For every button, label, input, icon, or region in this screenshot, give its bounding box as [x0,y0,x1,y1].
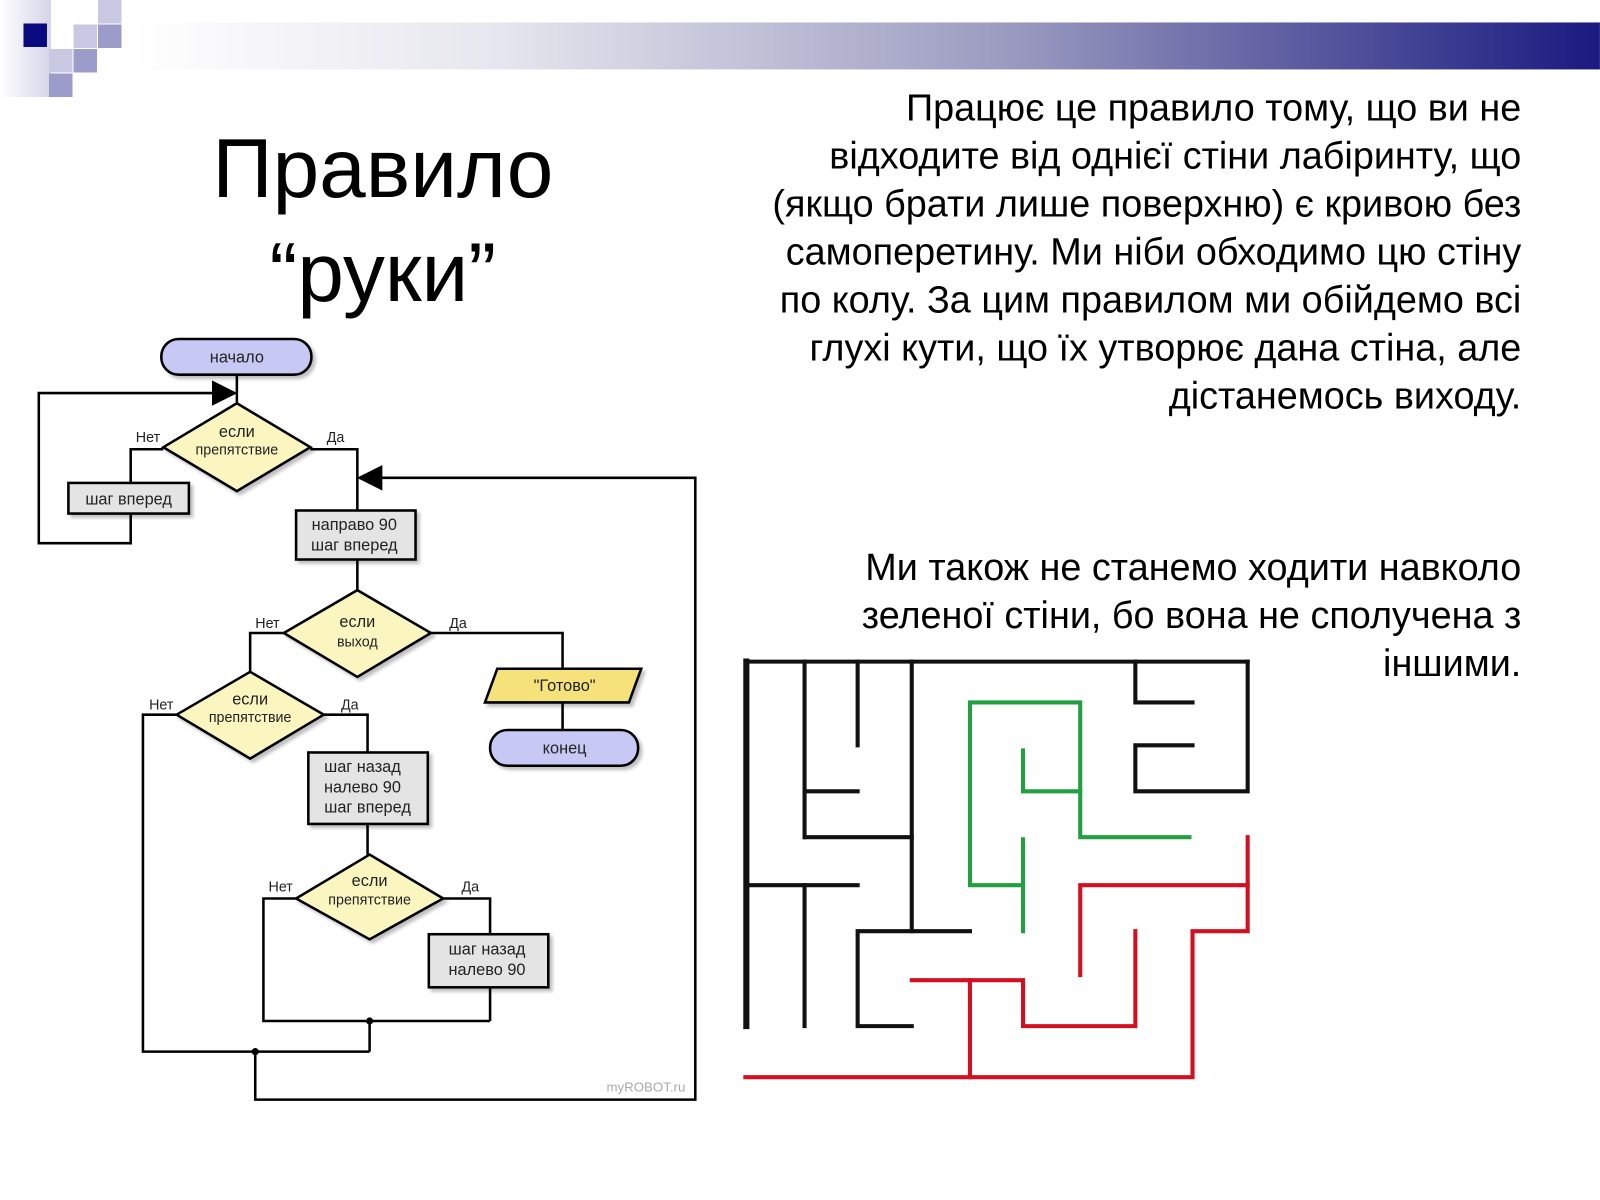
deco-square [73,49,97,73]
slide-title: Правило “руки” [153,117,612,325]
end-terminal [488,728,640,768]
no-label: Нет [136,430,161,446]
deco-square [49,49,73,73]
process-text: шаг вперед [85,490,172,508]
start-label: начало [210,348,264,366]
no-label: Нет [269,879,294,895]
end-label: конец [543,739,587,757]
watermark: myROBOT.ru [606,1079,685,1094]
output-box [483,667,644,704]
decision-text: если [339,613,375,631]
decision-1 [160,401,313,493]
yes-label: Да [327,430,345,446]
no-label: Нет [149,698,174,714]
deco-square [98,24,122,48]
decision-text: если [352,872,388,890]
paragraph-1: Працює це правило тому, що ви не відходи… [772,86,1522,417]
decision-2 [281,588,434,679]
process-text: шаг вперед [324,799,411,817]
decision-3 [174,670,327,761]
process-text: шаг назад [324,758,401,776]
branch-labels: Нет Да Нет Да Нет Да Нет Да myROBOT.ru [136,430,686,1094]
process-text: налево 90 [449,961,526,979]
decision-text: если [232,690,268,708]
maze-red-wall [743,835,1250,1080]
no-label: Нет [255,616,280,632]
flowchart-labels: начало если препятствие шаг вперед напра… [85,348,595,979]
yes-label: Да [461,879,479,895]
process-text: шаг назад [449,941,526,959]
decision-text: препятствие [196,442,279,458]
process-text: налево 90 [324,778,401,796]
output-text: "Готово" [534,677,596,695]
decision-text: препятствие [328,893,411,909]
decision-4 [293,853,446,941]
header-gradient-bar [132,22,1600,70]
deco-square [73,24,97,48]
deco-square [49,73,73,97]
yes-label: Да [341,698,359,714]
process-box-2 [294,509,417,561]
title-line: “руки” [269,226,497,320]
junction-dot [366,1017,374,1025]
yes-label: Да [449,616,467,632]
corner-fade [0,0,52,97]
decision-text: если [219,423,255,441]
decision-text: препятствие [209,710,292,726]
deco-square [98,0,122,24]
process-box-3 [307,751,430,826]
maze [743,658,1250,1080]
paragraph-2: Ми також не станемо ходити навколо зелен… [861,546,1522,685]
junction-dot [251,1048,259,1056]
process-box-4 [427,932,550,989]
deco-square [23,23,47,47]
process-box-1 [67,481,191,515]
start-terminal [160,337,313,376]
maze-black-walls [743,658,1250,1030]
title-line: Правило [212,122,554,216]
process-text: шаг вперед [311,536,398,554]
flowchart-connectors [37,374,697,1101]
flowchart-shapes [67,337,644,989]
decision-text: выход [337,634,378,650]
maze-green-wall [967,700,1192,934]
process-text: направо 90 [312,516,397,534]
